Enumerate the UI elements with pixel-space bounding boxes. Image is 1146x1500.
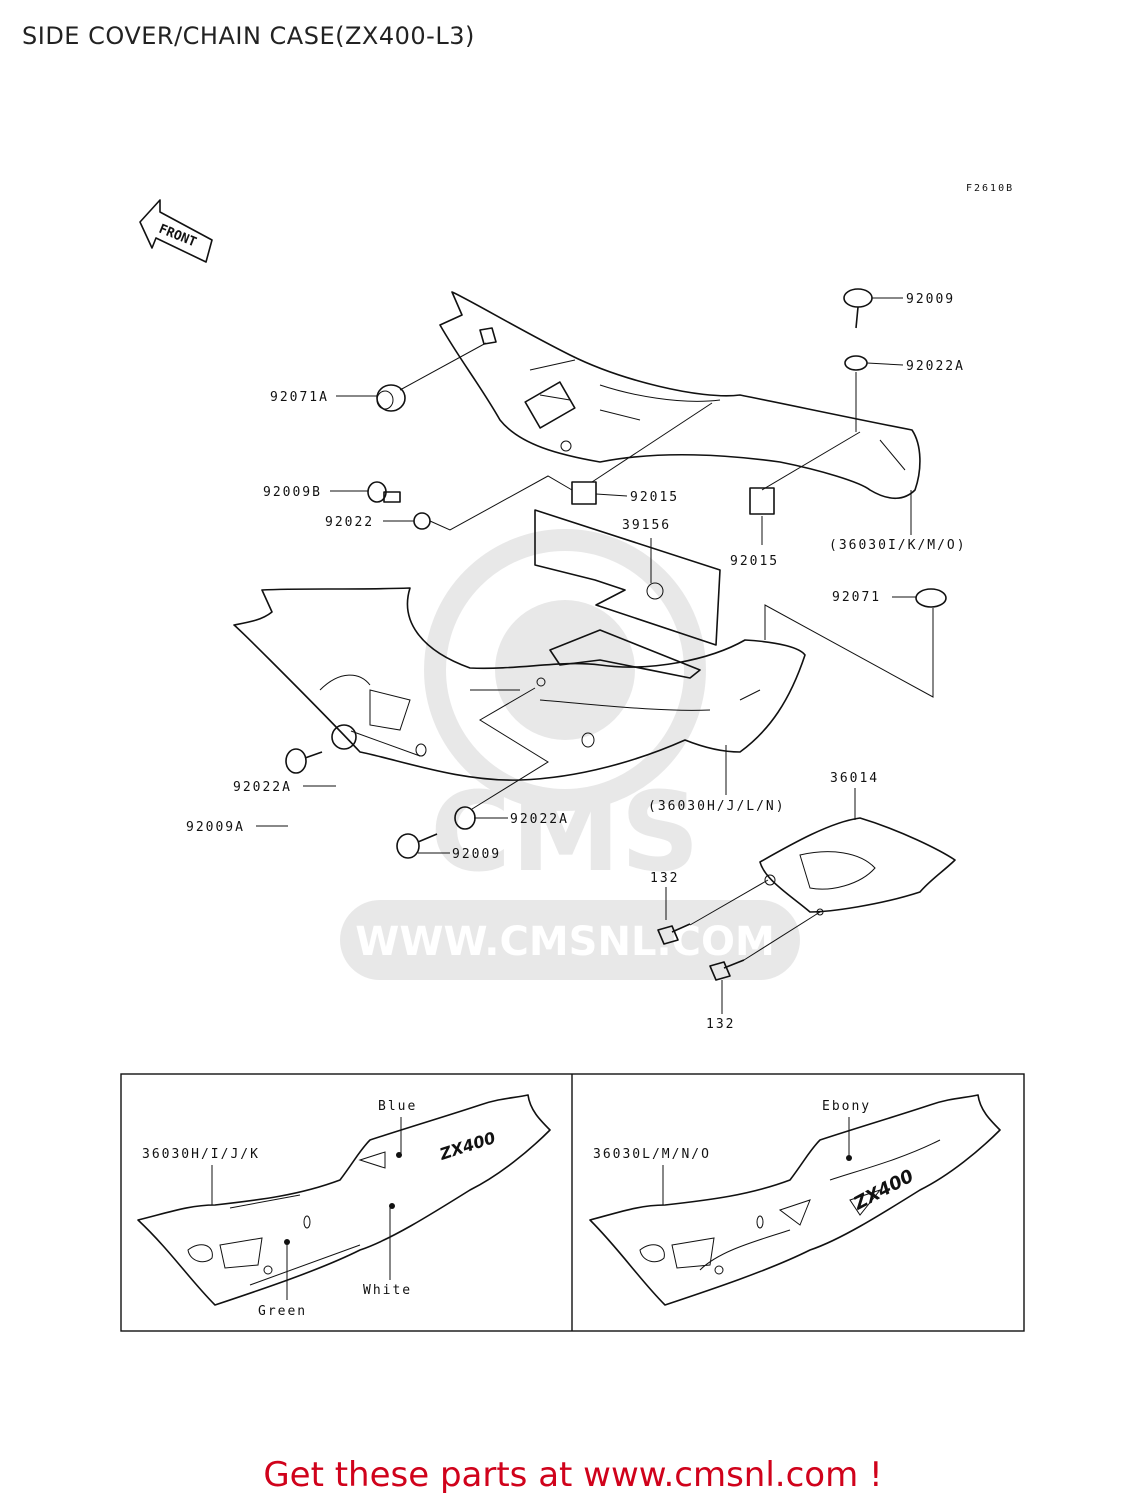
washer-92022A-left-icon [331, 724, 357, 750]
part-92009A: 92009A [186, 820, 245, 835]
washer-92022A-mid-icon [454, 806, 476, 830]
part-92022A-mid: 92022A [510, 812, 569, 827]
color-green-label: Green [258, 1304, 307, 1319]
part-92009-top: 92009 [906, 292, 955, 307]
figure-code: F2610B [966, 183, 1014, 194]
screw-92009A-icon [285, 748, 323, 774]
front-arrow-icon: FRONT [139, 199, 213, 263]
zx400-badge-left: ZX400 [436, 1128, 497, 1164]
nut-92015-right-icon [749, 487, 775, 515]
part-92022A-left: 92022A [233, 780, 292, 795]
variant-right-cover: ZX400 [589, 1094, 1001, 1306]
bolt-132-top-icon [657, 923, 691, 945]
part-92015-right: 92015 [730, 554, 779, 569]
part-36030HJLN: (36030H/J/L/N) [648, 799, 786, 814]
chain-case [759, 817, 956, 916]
part-132-bottom: 132 [706, 1017, 735, 1032]
part-92009B: 92009B [263, 485, 322, 500]
leader-lines [256, 297, 934, 1014]
variant-left-cover: ZX400 [137, 1094, 551, 1306]
variant-left-code: 36030H/I/J/K [142, 1147, 260, 1162]
color-variant-box: ZX400 36030H/I/J/K Blue White Green ZX40… [120, 1073, 1025, 1332]
screw-92009-mid-icon [396, 833, 438, 859]
front-label: FRONT [157, 222, 199, 251]
part-39156: 39156 [622, 518, 671, 533]
zx400-badge-right: ZX400 [850, 1166, 918, 1215]
upper-side-cover [439, 291, 921, 500]
plate-39156 [534, 509, 721, 646]
bolt-92009-top-icon [843, 288, 873, 329]
color-white-label: White [363, 1283, 412, 1298]
part-36030IKMO: (36030I/K/M/O) [829, 538, 967, 553]
variant-right-code: 36030L/M/N/O [593, 1147, 711, 1162]
bolt-132-bottom-icon [709, 959, 745, 981]
part-92022: 92022 [325, 515, 374, 530]
washer-92022A-top-icon [844, 355, 868, 371]
color-ebony-label: Ebony [822, 1099, 871, 1114]
part-92022A-top: 92022A [906, 359, 965, 374]
page-title: SIDE COVER/CHAIN CASE(ZX400-L3) [22, 22, 475, 50]
part-92009-mid: 92009 [452, 847, 501, 862]
part-92071: 92071 [832, 590, 881, 605]
nut-92015-left-icon [571, 481, 597, 505]
grommet-92071-icon [915, 588, 947, 608]
part-132-top: 132 [650, 871, 679, 886]
grommet-92071A-icon [376, 384, 406, 412]
part-92071A: 92071A [270, 390, 329, 405]
cta-link[interactable]: Get these parts at www.cmsnl.com ! [263, 1455, 883, 1495]
part-36014: 36014 [830, 771, 879, 786]
part-92015-left: 92015 [630, 490, 679, 505]
washer-92022-icon [413, 512, 431, 530]
lower-side-cover [233, 587, 806, 781]
color-blue-label: Blue [378, 1099, 417, 1114]
screw-92009B-icon [367, 481, 401, 503]
